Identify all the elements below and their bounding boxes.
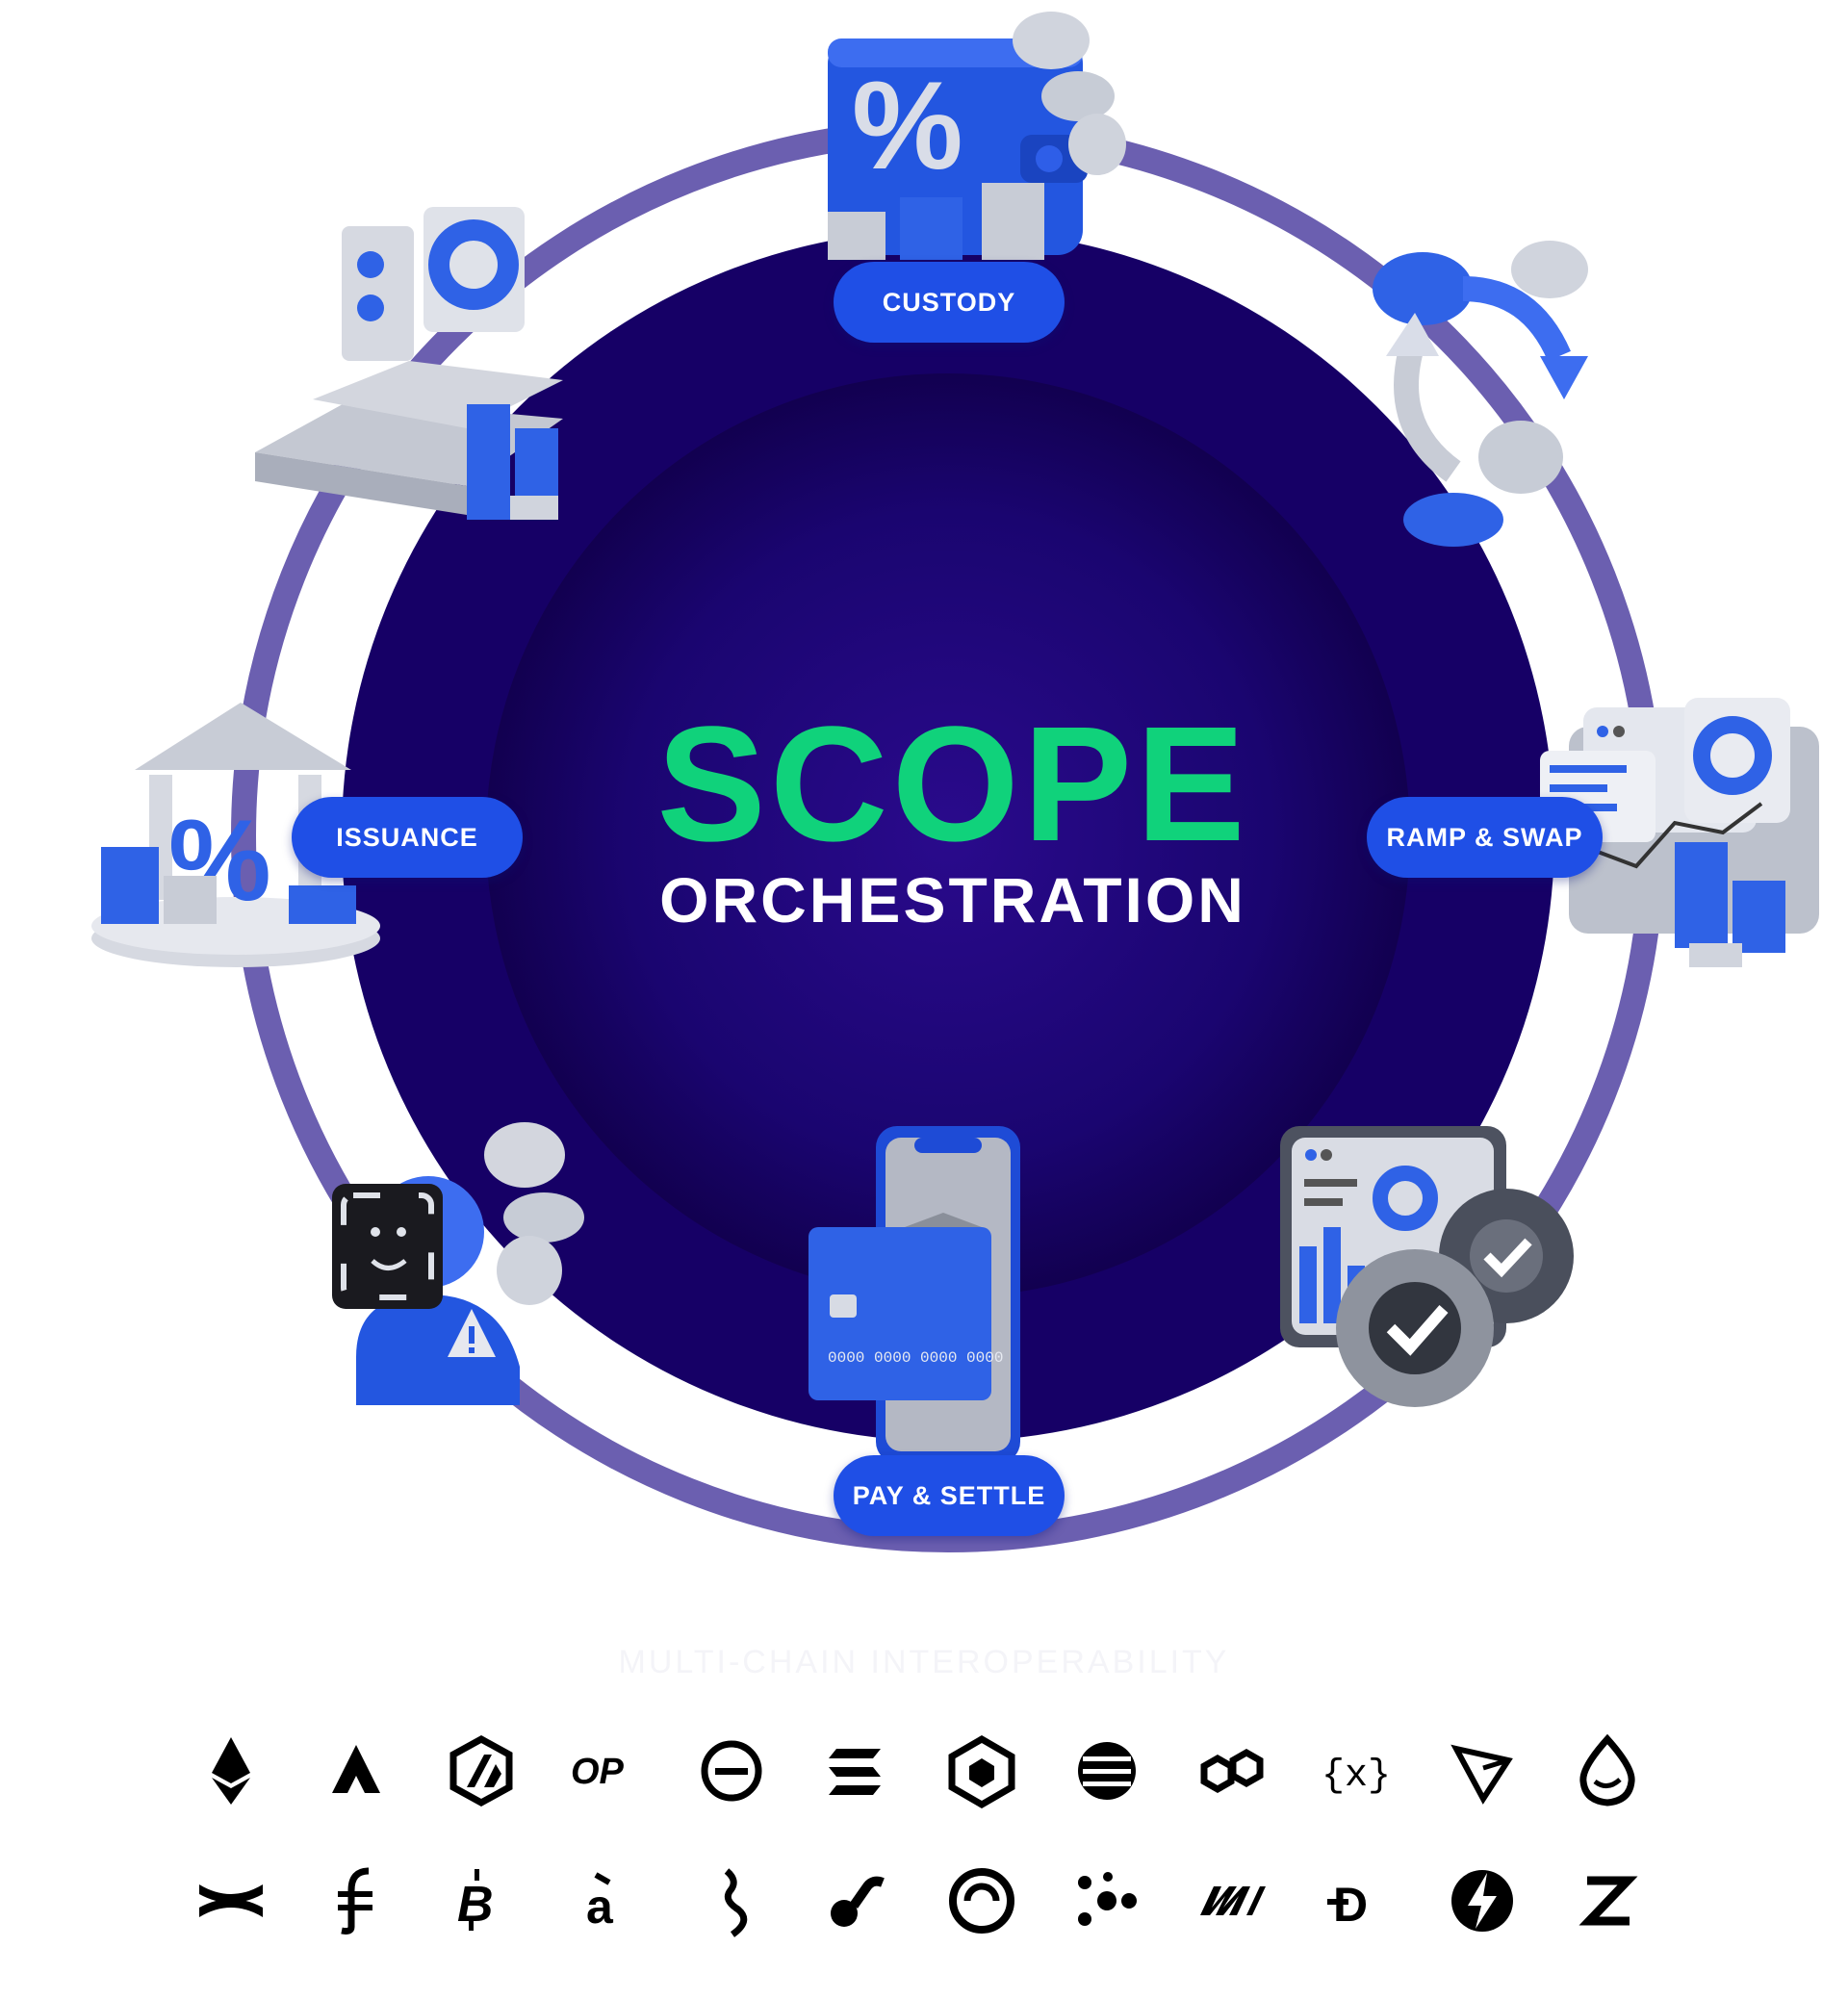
cash-stacks-chart-icon: [255, 207, 563, 520]
mantle-icon: [938, 1858, 1025, 1944]
sei-icon: [688, 1858, 775, 1944]
ethereum-icon: [188, 1728, 274, 1814]
stellar-icon: [688, 1728, 775, 1814]
center-title: SCOPE: [656, 693, 1249, 876]
svg-text:OP: OP: [571, 1752, 625, 1792]
zksync-icon: [1439, 1858, 1526, 1944]
stage-ramp-swap-label: RAMP & SWAP: [1386, 822, 1583, 852]
avalanche-icon: [313, 1728, 399, 1814]
sui-icon: [1564, 1728, 1651, 1814]
svg-text:B: B: [457, 1877, 494, 1933]
arbitrum-icon: [438, 1728, 525, 1814]
wallet-percent-coins-icon: %: [828, 12, 1126, 260]
stage-issuance[interactable]: ISSUANCE: [292, 797, 523, 878]
chart-dashboard-coins-icon: [1540, 698, 1819, 967]
flow-icon: [313, 1858, 399, 1944]
stage-ramp-swap[interactable]: RAMP & SWAP: [1367, 797, 1603, 878]
starknet-icon: [1064, 1728, 1150, 1814]
svg-text:0000 0000 0000 0000: 0000 0000 0000 0000: [828, 1349, 1003, 1367]
celo-icon: [188, 1858, 274, 1944]
center-subtitle: ORCHESTRATION: [659, 864, 1246, 935]
phone-card-shield-icon: 0000 0000 0000 0000: [808, 1126, 1020, 1463]
solana-icon: [813, 1728, 900, 1814]
chains-row-1: OP {x}: [0, 1728, 1848, 1814]
chains-heading: MULTI-CHAIN INTEROPERABILITY: [618, 1644, 1230, 1680]
stage-issuance-label: ISSUANCE: [336, 822, 478, 852]
near-icon: [1064, 1858, 1150, 1944]
svg-text:a: a: [586, 1880, 614, 1934]
chains-row-2: B a D: [0, 1858, 1848, 1944]
orbit-background: [231, 118, 1665, 1552]
svg-text:{x}: {x}: [1322, 1755, 1391, 1798]
hedera-icon: [1189, 1858, 1275, 1944]
tron-icon: [1439, 1728, 1526, 1814]
fantom-icon: [813, 1858, 900, 1944]
dogecoin-icon: D: [1314, 1858, 1400, 1944]
dashboard-gears-check-icon: [1280, 1126, 1574, 1407]
coin-exchange-arrows-icon: [1373, 241, 1588, 547]
stage-pay-settle[interactable]: PAY & SETTLE: [834, 1455, 1065, 1536]
zcash-icon: [1564, 1858, 1651, 1944]
xion-icon: {x}: [1314, 1728, 1400, 1814]
optimism-icon: OP: [563, 1728, 650, 1814]
stage-custody[interactable]: CUSTODY: [834, 262, 1065, 343]
scope-orchestration-diagram: SCOPE ORCHESTRATION % CUSTODY: [91, 12, 1819, 1552]
svg-text:%: %: [852, 55, 963, 195]
inner-disc: [486, 373, 1410, 1297]
bnb-chain-icon: [938, 1728, 1025, 1814]
algorand-icon: a: [563, 1858, 650, 1944]
stage-pay-settle-label: PAY & SETTLE: [852, 1480, 1046, 1510]
face-id-warning-icon: [332, 1122, 584, 1405]
polygon-icon: [1189, 1728, 1275, 1814]
bitcoin-icon: B: [438, 1858, 525, 1944]
stage-custody-label: CUSTODY: [882, 287, 1016, 317]
bank-percent-coins-icon: %: [91, 703, 380, 967]
